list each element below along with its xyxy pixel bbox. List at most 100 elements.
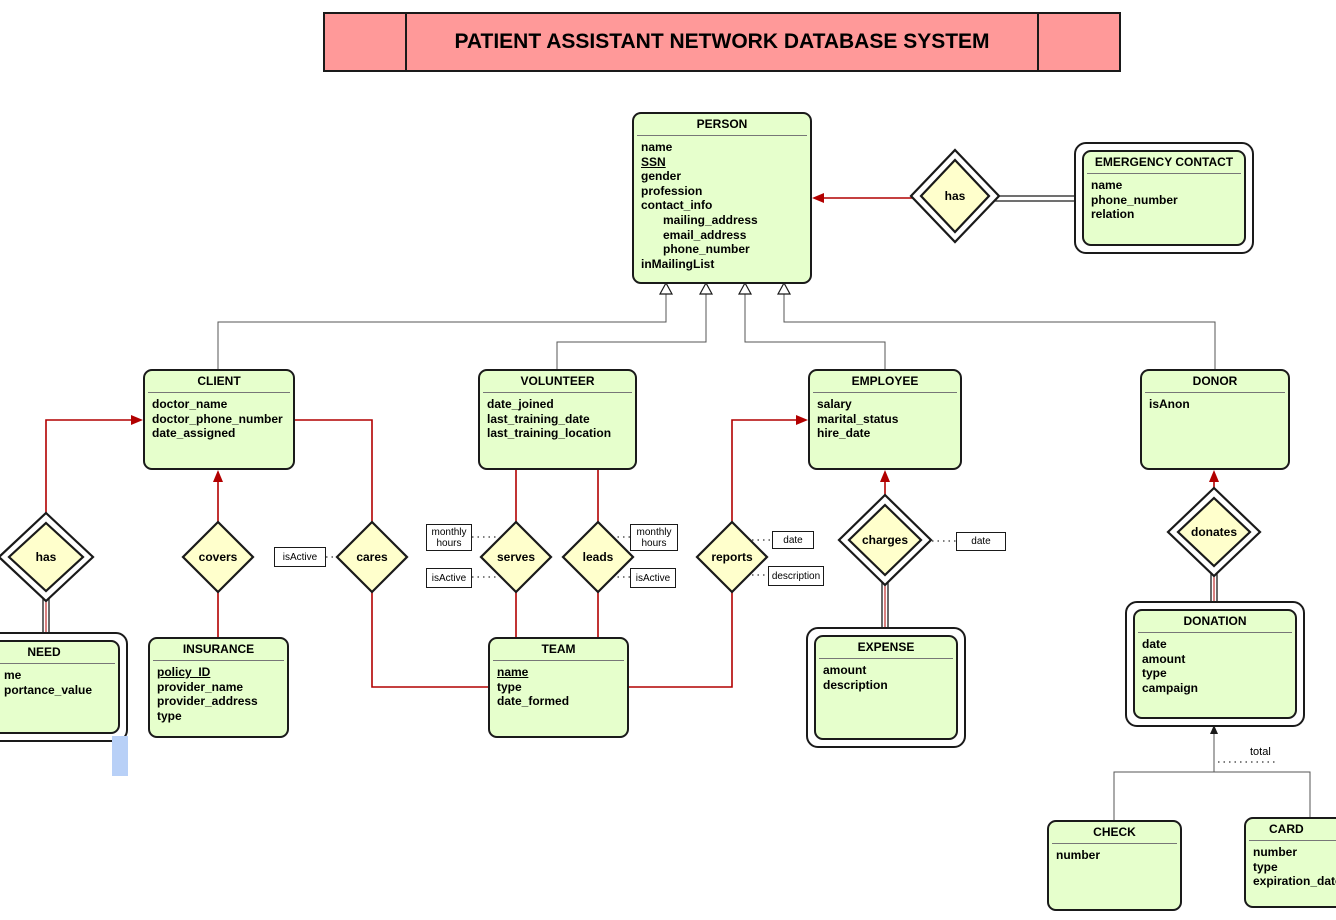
attribute: campaign: [1142, 680, 1199, 695]
attribute-box-charges-date[interactable]: date: [956, 532, 1006, 551]
entity-card[interactable]: CARD number type expiration_date: [1244, 817, 1336, 908]
attribute: provider_name: [157, 679, 244, 694]
attribute: gender: [641, 169, 682, 184]
attribute: relation: [1091, 207, 1135, 222]
weak-entity-emergency-contact[interactable]: EMERGENCY CONTACT name phone_number rela…: [1074, 142, 1254, 254]
attribute: date_assigned: [152, 426, 236, 441]
attribute: type: [1253, 859, 1278, 874]
attribute-box-serves-hours[interactable]: monthly hours: [426, 524, 472, 551]
inheritance-arrowhead-donor: [776, 281, 792, 295]
attribute: description: [823, 677, 888, 692]
attribute: portance_value: [4, 682, 93, 697]
weak-entity-need[interactable]: NEED me portance_value: [0, 632, 128, 742]
attribute: number: [1056, 848, 1101, 862]
entity-title: CARD: [1249, 819, 1336, 841]
entity-client[interactable]: CLIENT doctor_name doctor_phone_number d…: [143, 369, 295, 470]
sub-attribute: phone_number: [663, 242, 750, 257]
diamond-donates-inner: [1176, 496, 1252, 568]
inheritance-line-check-card: [1113, 730, 1311, 822]
entity-title: EMPLOYEE: [813, 371, 957, 393]
entity-employee[interactable]: EMPLOYEE salary marital_status hire_date: [808, 369, 962, 470]
entity-insurance[interactable]: INSURANCE policy_ID provider_name provid…: [148, 637, 289, 738]
arrowhead-employee-charges: [880, 470, 890, 482]
entity-person[interactable]: PERSON name SSN gender profession contac…: [632, 112, 812, 284]
attribute: type: [1142, 666, 1167, 681]
weak-entity-donation[interactable]: DONATION date amount type campaign: [1125, 601, 1305, 727]
attribute: type: [157, 708, 182, 723]
diamond-leads: [561, 520, 635, 594]
entity-donor[interactable]: DONOR isAnon: [1140, 369, 1290, 470]
attribute: amount: [823, 663, 867, 677]
entity-volunteer[interactable]: VOLUNTEER date_joined last_training_date…: [478, 369, 637, 470]
line-client-cares: [294, 419, 373, 522]
attribute: date: [1142, 637, 1167, 651]
attribute-box-reports-date[interactable]: date: [772, 531, 814, 549]
entity-team[interactable]: TEAM name type date_formed: [488, 637, 629, 738]
entity-emergency-contact: EMERGENCY CONTACT name phone_number rela…: [1082, 150, 1246, 246]
diagram-title: PATIENT ASSISTANT NETWORK DATABASE SYSTE…: [454, 30, 990, 53]
attribute: number: [1253, 845, 1298, 859]
attribute: date_formed: [497, 694, 570, 709]
attribute: last_training_date: [487, 411, 590, 426]
arrowhead-employee-reports: [796, 415, 808, 425]
attribute: me: [4, 668, 22, 682]
inheritance-arrowhead-client: [658, 281, 674, 295]
relationship-label: leads: [582, 550, 614, 564]
attribute: profession: [641, 183, 703, 198]
attribute: marital_status: [817, 411, 899, 426]
attribute: type: [497, 679, 522, 694]
entity-donation: DONATION date amount type campaign: [1133, 609, 1297, 719]
double-line-expense: [881, 580, 889, 628]
entity-title: INSURANCE: [153, 639, 284, 661]
line-has-client: [45, 419, 135, 515]
title-banner: PATIENT ASSISTANT NETWORK DATABASE SYSTE…: [323, 12, 1121, 72]
arrowhead-client-has: [131, 415, 143, 425]
entity-title: DONOR: [1145, 371, 1285, 393]
attribute-box-leads-isactive[interactable]: isActive: [630, 568, 676, 588]
attribute: name: [1091, 178, 1123, 192]
inheritance-arrowhead-donation: [1210, 725, 1218, 734]
relationship-label: has: [944, 189, 966, 203]
attribute: salary: [817, 397, 852, 411]
key-attribute: SSN: [641, 154, 666, 169]
inheritance-line-volunteer: [556, 292, 707, 370]
double-line-donation: [1210, 574, 1218, 602]
attribute: doctor_phone_number: [152, 411, 283, 426]
double-line-emergency-contact: [995, 195, 1075, 202]
entity-check[interactable]: CHECK number: [1047, 820, 1182, 911]
entity-title: CLIENT: [148, 371, 290, 393]
key-attribute: policy_ID: [157, 665, 211, 679]
attribute: date_joined: [487, 397, 554, 411]
diamond-cares: [335, 520, 409, 594]
attribute: name: [641, 140, 673, 154]
title-divider-left: [405, 14, 407, 70]
relationship-label: serves: [496, 550, 536, 564]
attribute: inMailingList: [641, 256, 715, 271]
title-divider-right: [1037, 14, 1039, 70]
sub-attribute: email_address: [663, 227, 747, 242]
diamond-serves: [479, 520, 553, 594]
arrowhead-person: [812, 193, 824, 203]
sub-attribute: mailing_address: [663, 212, 758, 227]
inheritance-line-client: [217, 292, 667, 370]
entity-title: VOLUNTEER: [483, 371, 632, 393]
arrowhead-client-covers: [213, 470, 223, 482]
diamond-person-has-inner: [919, 158, 991, 234]
attribute-box-serves-isactive[interactable]: isActive: [426, 568, 472, 588]
relationship-label: reports: [711, 550, 753, 564]
attribute: expiration_date: [1253, 874, 1336, 889]
attribute-box-reports-description[interactable]: description: [768, 566, 824, 586]
entity-title: NEED: [0, 642, 115, 664]
attribute: amount: [1142, 651, 1186, 666]
weak-entity-expense[interactable]: EXPENSE amount description: [806, 627, 966, 748]
attribute: phone_number: [1091, 192, 1178, 207]
entity-title: TEAM: [493, 639, 624, 661]
inheritance-arrowhead-volunteer: [698, 281, 714, 295]
attribute-box-leads-hours[interactable]: monthly hours: [630, 524, 678, 551]
line-cares-team: [371, 592, 490, 688]
inheritance-arrowhead-employee: [737, 281, 753, 295]
relationship-label: cares: [356, 550, 388, 564]
attribute-box-cares-isactive[interactable]: isActive: [274, 547, 326, 567]
entity-title: DONATION: [1138, 611, 1292, 633]
attribute: last_training_location: [487, 426, 612, 441]
